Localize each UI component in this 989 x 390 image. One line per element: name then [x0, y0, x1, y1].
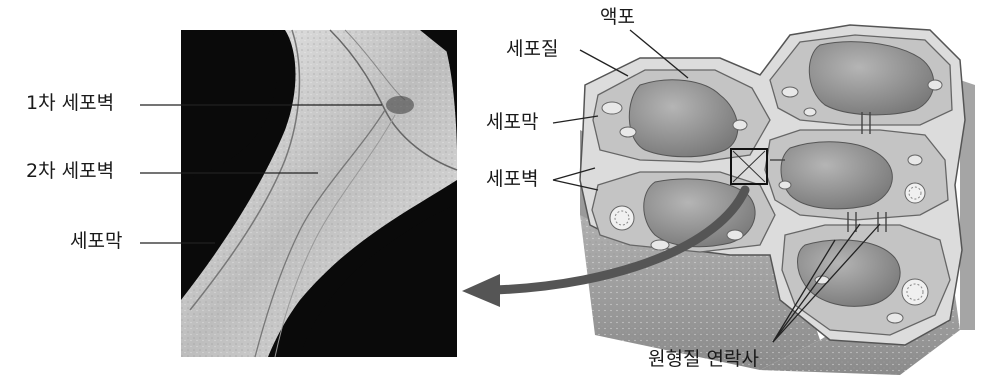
- label-cell-wall: 세포벽: [486, 170, 538, 189]
- vacuole-3: [781, 142, 892, 209]
- label-vacuole: 액포: [600, 8, 635, 27]
- label-primary-wall: 1차 세포벽: [26, 94, 114, 113]
- label-membrane-right: 세포막: [486, 113, 538, 132]
- label-secondary-wall: 2차 세포벽: [26, 162, 114, 181]
- label-plasmodesmata: 원형질 연락사: [648, 350, 759, 369]
- micrograph: [181, 30, 457, 357]
- label-membrane-left: 세포막: [70, 232, 122, 251]
- cell-diagram: [580, 25, 975, 375]
- label-cytoplasm: 세포질: [506, 40, 558, 59]
- leader-cytoplasm: [580, 50, 628, 76]
